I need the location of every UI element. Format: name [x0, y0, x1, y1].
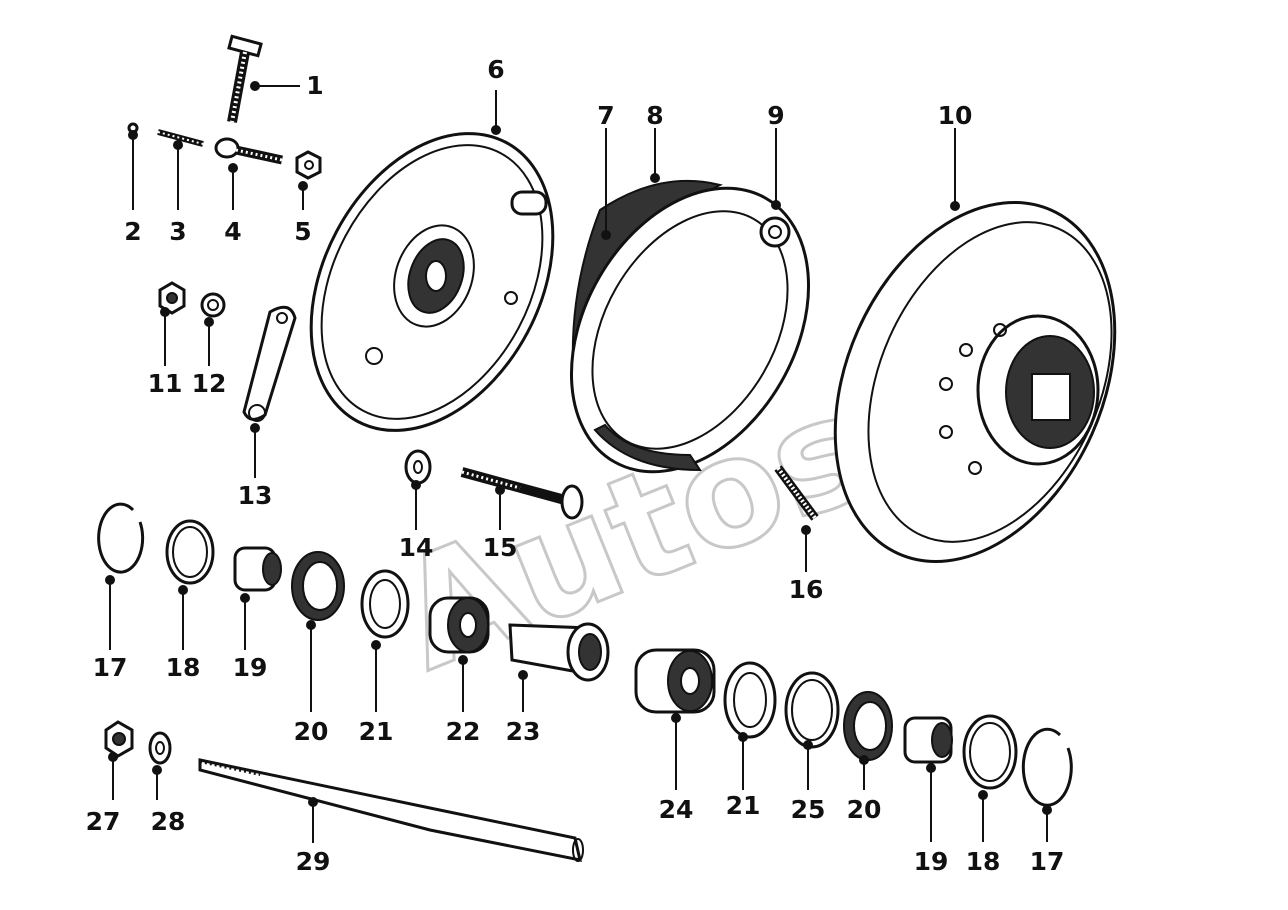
part-21-washer-left [360, 569, 410, 639]
part-3-pin [157, 129, 204, 147]
callout-19-right: 19 [914, 847, 949, 876]
part-5-nut [295, 150, 322, 180]
callout-16: 16 [789, 575, 824, 604]
part-10-brake-drum [833, 201, 1117, 563]
callout-21-left: 21 [359, 717, 394, 746]
part-18-shim-left [165, 519, 215, 585]
callout-18-right: 18 [966, 847, 1001, 876]
callout-7: 7 [597, 101, 614, 130]
part-19-spacer-left [233, 546, 282, 592]
part-28-washer [148, 731, 172, 765]
callout-18-left: 18 [166, 653, 201, 682]
callout-13: 13 [238, 481, 273, 510]
part-27-nut [104, 720, 134, 758]
callout-27: 27 [86, 807, 121, 836]
part-18-shim-right [962, 714, 1018, 790]
part-17-circlip-right [1021, 727, 1073, 807]
callout-6: 6 [487, 55, 504, 84]
callout-labels: 1 2 3 4 5 6 7 8 9 10 11 12 13 14 15 16 1… [86, 55, 1065, 876]
leader-lines [105, 81, 1052, 843]
callout-3: 3 [169, 217, 186, 246]
callout-8: 8 [646, 101, 663, 130]
callout-4: 4 [224, 217, 241, 246]
part-24-ball-bearing [634, 648, 716, 714]
part-15-bolt [460, 467, 584, 520]
callout-19-left: 19 [233, 653, 268, 682]
callout-9: 9 [767, 101, 784, 130]
callout-15: 15 [483, 533, 518, 562]
part-21-washer-right [723, 661, 777, 739]
callout-17-right: 17 [1030, 847, 1065, 876]
part-13-brake-lever [242, 305, 297, 422]
callout-20-right: 20 [847, 795, 882, 824]
part-11-nut [158, 281, 186, 315]
part-17-circlip-left [97, 502, 145, 574]
part-22-ball-bearing [428, 596, 490, 654]
callout-29: 29 [296, 847, 331, 876]
part-29-axle [198, 758, 584, 862]
callout-22: 22 [446, 717, 481, 746]
part-9-shoe-pivot [759, 216, 791, 248]
callout-1: 1 [306, 71, 323, 100]
callout-17-left: 17 [93, 653, 128, 682]
part-20-seal-right [843, 691, 893, 761]
part-23-distance-sleeve [508, 622, 610, 682]
part-6-brake-backing-plate [309, 132, 555, 432]
callout-28: 28 [151, 807, 186, 836]
part-12-lock-washer [200, 292, 226, 318]
part-16-spring [774, 465, 819, 521]
part-4-cam-lever [214, 137, 283, 165]
part-20-seal-left [291, 551, 345, 621]
callout-10: 10 [938, 101, 973, 130]
part-1-adjusting-screw [227, 34, 263, 123]
part-25-shim [784, 671, 840, 749]
callout-20-left: 20 [294, 717, 329, 746]
callout-21-right: 21 [726, 791, 761, 820]
callout-5: 5 [294, 217, 311, 246]
callout-24: 24 [659, 795, 694, 824]
callout-14: 14 [399, 533, 434, 562]
callout-25: 25 [791, 795, 826, 824]
part-14-washer [404, 449, 432, 485]
callout-2: 2 [124, 217, 141, 246]
callout-23: 23 [506, 717, 541, 746]
part-19-spacer-right [903, 716, 953, 764]
callout-11: 11 [148, 369, 183, 398]
callout-12: 12 [192, 369, 227, 398]
